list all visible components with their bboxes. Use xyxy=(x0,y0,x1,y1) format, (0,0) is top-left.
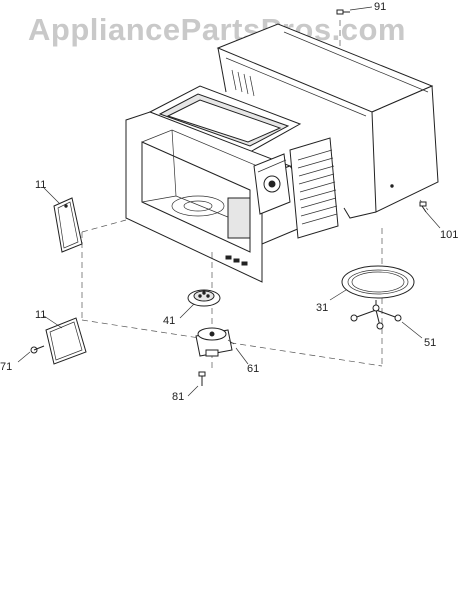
callout-11-upper: 11 xyxy=(35,179,46,191)
part-11-waveguide-cover-lower xyxy=(45,317,87,365)
outer-cabinet xyxy=(216,23,439,219)
leader-101 xyxy=(425,211,441,229)
part-81-screw xyxy=(198,371,206,386)
magnetron-block xyxy=(253,153,291,215)
part-61-turntable-motor xyxy=(195,327,235,357)
part-51-roller-ring xyxy=(350,300,402,330)
callout-51: 51 xyxy=(424,337,436,349)
oven-cavity-assembly xyxy=(125,85,339,283)
part-11-waveguide-cover-upper xyxy=(53,197,83,253)
callout-61: 61 xyxy=(247,363,259,375)
part-41-coupler xyxy=(187,289,221,307)
leader-41 xyxy=(179,303,195,319)
side-vent-panel xyxy=(289,137,339,239)
part-31-glass-tray xyxy=(341,265,415,299)
callout-41: 41 xyxy=(163,315,175,327)
callout-71: 71 xyxy=(0,361,12,373)
leader-51 xyxy=(401,321,423,339)
watermark-logo: AppliancePartsPros.com xyxy=(28,12,406,47)
callout-91: 91 xyxy=(374,1,386,13)
leader-81 xyxy=(187,385,199,397)
leader-31 xyxy=(329,289,347,301)
part-101-screw xyxy=(419,201,427,213)
leader-11-upper xyxy=(43,187,61,205)
callout-81: 81 xyxy=(172,391,184,403)
callout-101: 101 xyxy=(440,229,458,241)
leader-71 xyxy=(17,351,31,363)
cabinet-vent xyxy=(231,69,255,97)
part-71-screw xyxy=(30,345,45,354)
leader-11-lower xyxy=(43,315,63,329)
leader-61 xyxy=(235,347,249,365)
frame-slots xyxy=(225,255,248,266)
leader-91 xyxy=(349,6,373,11)
part-91-screw xyxy=(336,9,350,15)
callout-31: 31 xyxy=(316,302,328,314)
callout-11-lower: 11 xyxy=(35,309,46,321)
